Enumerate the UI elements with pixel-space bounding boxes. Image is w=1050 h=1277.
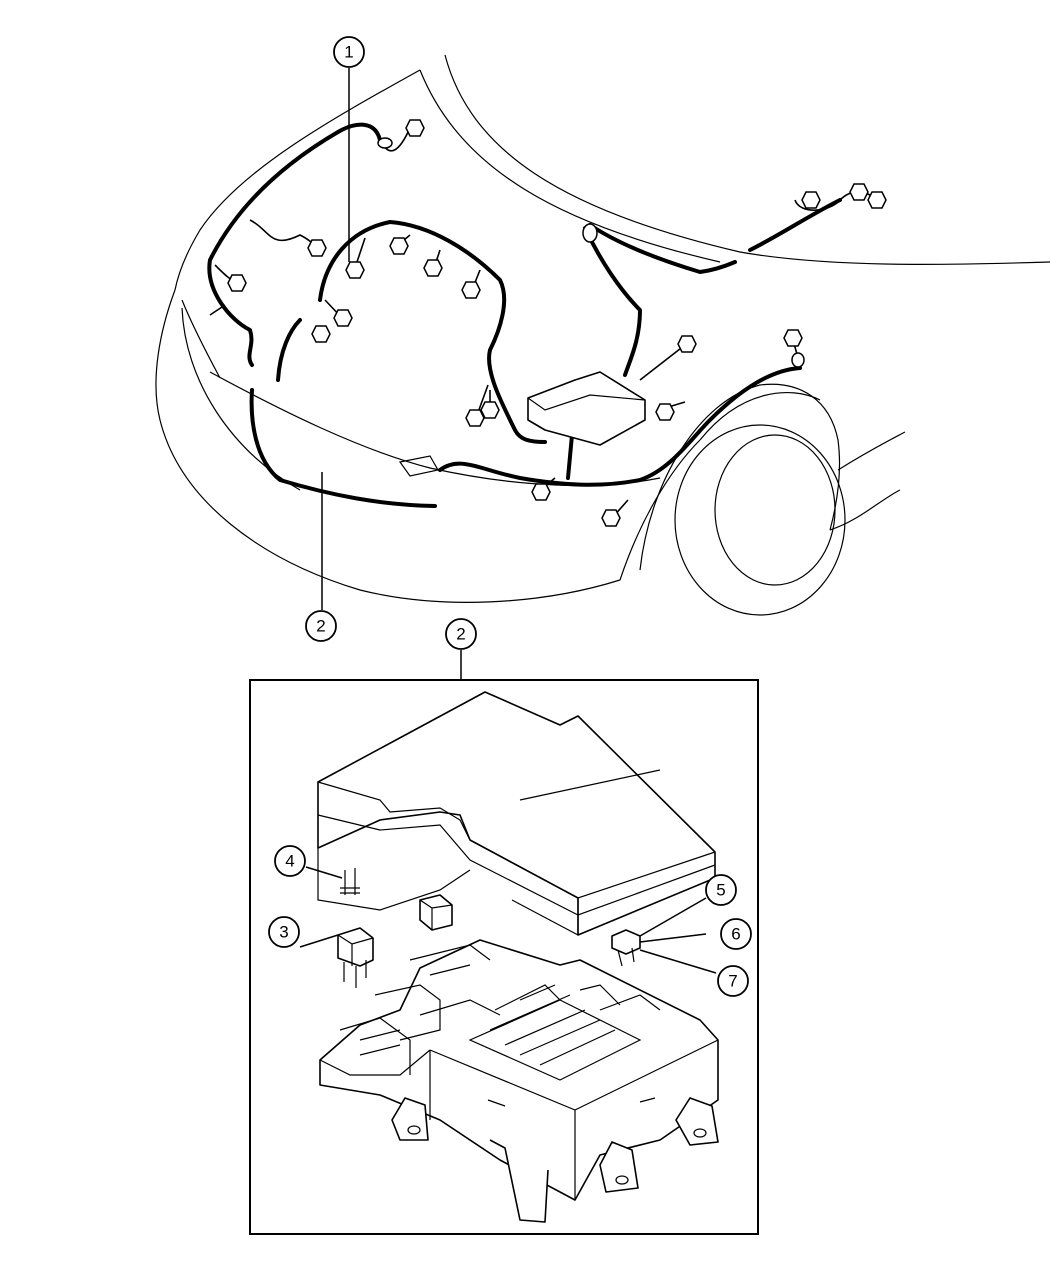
callout-7: 7 — [717, 965, 749, 997]
relay-part-4 — [419, 894, 453, 931]
callout-4: 4 — [274, 845, 306, 877]
callout-3: 3 — [268, 916, 300, 948]
engine-harness — [207, 122, 871, 519]
leader-lines — [299, 68, 717, 974]
svg-text:2: 2 — [316, 617, 325, 636]
detail-frame — [249, 679, 759, 1235]
svg-text:5: 5 — [716, 881, 725, 900]
fuse-part-5-6-7 — [611, 929, 641, 967]
callout-6: 6 — [720, 918, 752, 950]
svg-text:6: 6 — [731, 925, 740, 944]
fuse-box-base — [319, 939, 719, 1223]
callout-2-fuse-box: 2 — [445, 618, 477, 650]
relay-part-3 — [337, 927, 374, 988]
vehicle-body — [155, 54, 1050, 616]
harness-connectors — [227, 119, 887, 527]
callout-2-harness: 2 — [305, 610, 337, 642]
svg-text:2: 2 — [456, 625, 465, 644]
control-module — [527, 371, 646, 446]
fuse-box-cover — [317, 691, 716, 936]
svg-text:3: 3 — [279, 923, 288, 942]
callout-5: 5 — [705, 874, 737, 906]
svg-text:1: 1 — [344, 43, 353, 62]
callout-1: 1 — [333, 36, 365, 68]
svg-text:7: 7 — [728, 972, 737, 991]
svg-text:4: 4 — [285, 852, 294, 871]
